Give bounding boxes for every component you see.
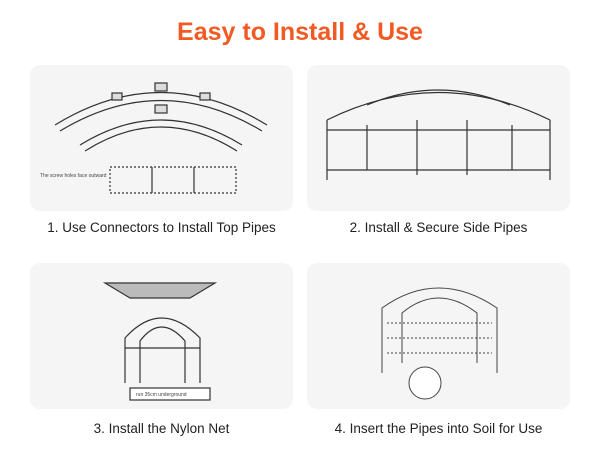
step-2-caption: 2. Install & Secure Side Pipes	[349, 220, 528, 235]
step-3-note: run 35cm underground	[136, 392, 187, 398]
step-4-caption: 4. Insert the Pipes into Soil for Use	[334, 421, 543, 436]
step-3-caption: 3. Install the Nylon Net	[93, 421, 230, 436]
page-title: Easy to Install & Use	[177, 18, 423, 46]
step-4-illustration	[307, 263, 570, 409]
step-1-illustration: The screw holes face outward	[30, 65, 293, 211]
step-1-caption: 1. Use Connectors to Install Top Pipes	[47, 220, 276, 235]
step-3-illustration: run 35cm underground	[30, 263, 293, 409]
step-1-note: The screw holes face outward	[40, 173, 107, 179]
step-2-illustration	[307, 65, 570, 211]
